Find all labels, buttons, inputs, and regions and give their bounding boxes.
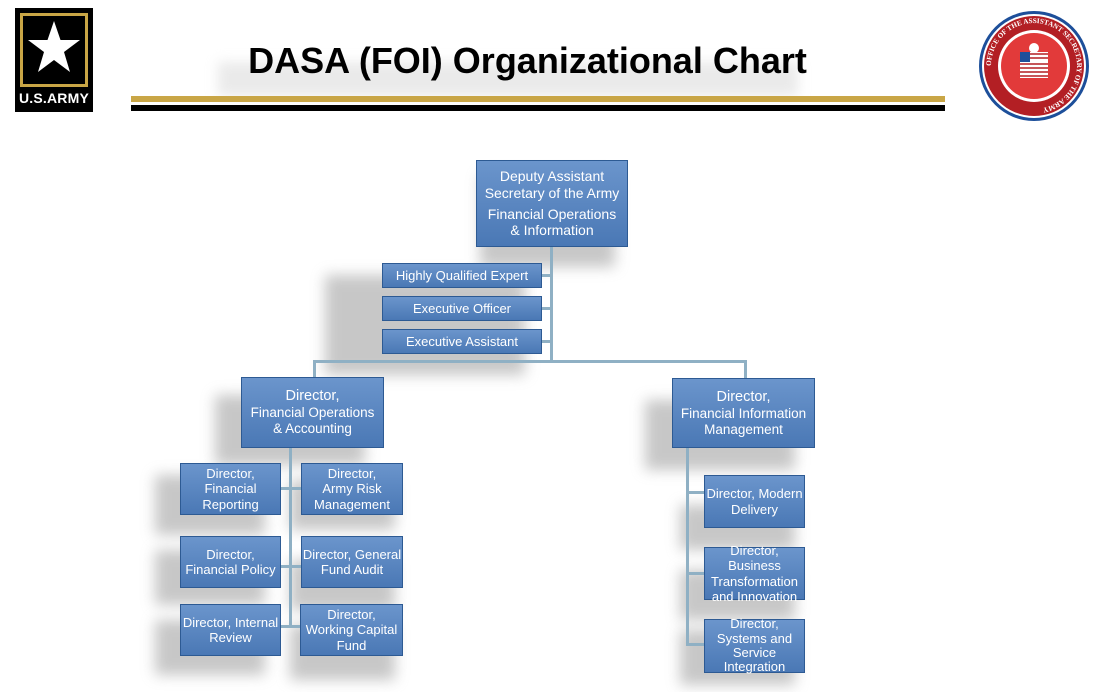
box-line: Financial Operations xyxy=(250,405,375,421)
box-line: Director, xyxy=(285,388,340,405)
box-line: Deputy Assistant xyxy=(499,168,605,185)
black-rule xyxy=(131,105,945,111)
box-line: Management xyxy=(314,496,390,512)
army-wordmark: U.S.ARMY xyxy=(18,90,90,106)
box-line: Director, xyxy=(716,388,771,405)
box-line: Fund Audit xyxy=(320,562,384,577)
box-line: Financial Policy xyxy=(185,562,276,577)
asa-seal-icon: OFFICE OF THE ASSISTANT SECRETARY OF THE… xyxy=(979,11,1089,121)
box-line: Director, Modern xyxy=(706,486,803,502)
box-line: Director, xyxy=(327,466,377,481)
box-line: & Information xyxy=(510,222,594,239)
fim-branch-1 xyxy=(686,491,704,494)
box-line: Review xyxy=(209,630,252,645)
box-line: Director, xyxy=(730,616,779,632)
title-shadow xyxy=(218,62,798,96)
box-line: Secretary of the Army xyxy=(484,184,620,201)
box-line: Fund xyxy=(336,637,367,653)
box-line: and Innovation xyxy=(711,588,798,604)
box-line: Highly Qualified Expert xyxy=(395,267,529,283)
gold-rule xyxy=(131,96,945,102)
org-box-highly-qualified-expert[interactable]: Highly Qualified Expert xyxy=(382,263,542,288)
page-title: DASA (FOI) Organizational Chart xyxy=(248,40,807,81)
box-line: Financial Information xyxy=(680,405,807,421)
us-army-logo: U.S.ARMY xyxy=(15,8,93,112)
staff-stub-xo xyxy=(540,307,552,310)
org-box-business-transformation[interactable]: Director, Business Transformation and In… xyxy=(704,543,805,604)
org-box-financial-policy[interactable]: Director, Financial Policy xyxy=(180,536,281,588)
box-line: Financial Operations xyxy=(487,205,617,222)
box-line: Systems and xyxy=(716,630,793,646)
box-line: Director, General xyxy=(302,546,402,562)
drop-left xyxy=(313,360,316,378)
foa-branch-3 xyxy=(280,625,302,628)
org-box-internal-review[interactable]: Director, Internal Review xyxy=(180,604,281,656)
trunk-line xyxy=(550,246,553,362)
box-line: Reporting xyxy=(202,496,259,512)
horizontal-bar xyxy=(313,360,746,363)
org-box-army-risk-management[interactable]: Director, Army Risk Management xyxy=(301,463,403,515)
fim-spine xyxy=(686,448,689,645)
box-line: Management xyxy=(704,421,783,437)
box-line: Army Risk xyxy=(322,481,382,497)
box-line: & Accounting xyxy=(273,421,352,437)
org-box-deputy-assistant-secretary[interactable]: Deputy Assistant Secretary of the Army F… xyxy=(476,160,628,247)
org-box-working-capital-fund[interactable]: Director, Working Capital Fund xyxy=(300,604,403,656)
fim-branch-3 xyxy=(686,643,704,646)
logo-frame xyxy=(20,13,88,87)
fim-branch-2 xyxy=(686,572,704,575)
foa-branch-2 xyxy=(280,565,302,568)
org-box-financial-operations-accounting[interactable]: Director, Financial Operations & Account… xyxy=(241,377,384,448)
box-line: Director, xyxy=(327,607,376,622)
box-line: Integration xyxy=(723,659,786,675)
army-star-icon xyxy=(28,21,80,72)
box-line: Director, xyxy=(206,546,255,562)
box-line: Director, Internal xyxy=(182,614,279,630)
box-line: Director, Business xyxy=(728,542,781,574)
box-line: Service xyxy=(732,645,777,660)
org-box-executive-officer[interactable]: Executive Officer xyxy=(382,296,542,321)
staff-stub-ea xyxy=(540,340,552,343)
staff-stub-hqe xyxy=(540,274,552,277)
box-line: Executive Assistant xyxy=(406,333,518,349)
drop-right xyxy=(744,360,747,379)
org-box-executive-assistant[interactable]: Executive Assistant xyxy=(382,329,542,354)
foa-branch-1 xyxy=(280,487,302,490)
org-box-systems-service-integration[interactable]: Director, Systems and Service Integratio… xyxy=(704,616,805,675)
box-line: Delivery xyxy=(731,501,778,517)
org-box-financial-information-management[interactable]: Director, Financial Information Manageme… xyxy=(672,378,815,448)
foa-spine xyxy=(289,448,292,628)
org-box-general-fund-audit[interactable]: Director, General Fund Audit xyxy=(301,536,403,588)
org-box-financial-reporting[interactable]: Director, Financial Reporting xyxy=(180,463,281,515)
box-line: Working Capital xyxy=(305,622,398,638)
box-line: Director, xyxy=(206,466,255,481)
box-line: Transformation xyxy=(711,573,798,589)
box-line: Executive Officer xyxy=(412,300,512,316)
box-line: Financial xyxy=(204,481,257,497)
org-box-modern-delivery[interactable]: Director, Modern Delivery xyxy=(704,475,805,528)
